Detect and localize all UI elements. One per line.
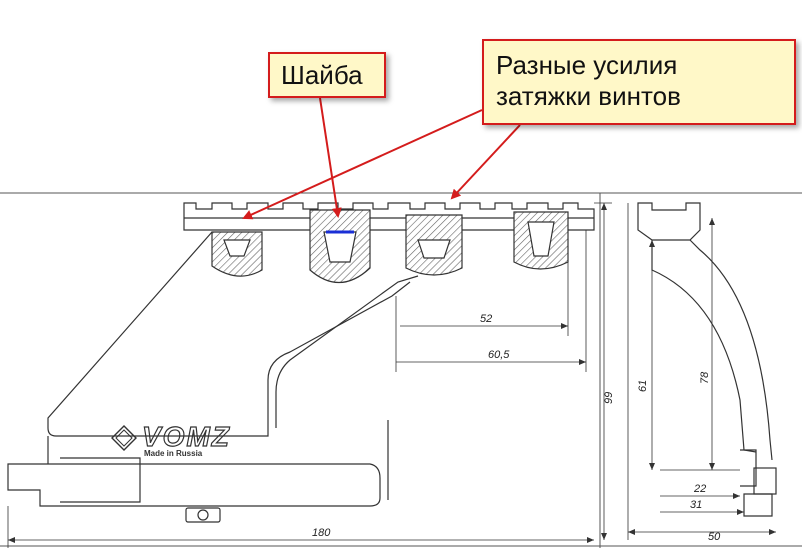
washer-callout-text: Шайба [281,60,363,90]
washer-callout: Шайба [268,52,386,98]
logo-text: VOMZ [142,421,231,452]
torque-callout: Разные усилия затяжки винтов [482,39,796,125]
drawing-frame [0,192,802,548]
made-in-text: Made in Russia [144,449,203,458]
dim-52: 52 [480,313,492,325]
dim-60-5: 60,5 [488,349,510,361]
dim-22: 22 [693,483,706,495]
dim-50: 50 [708,531,721,543]
dim-61: 61 [637,380,649,392]
dim-99: 99 [603,392,615,404]
dim-31: 31 [690,499,702,511]
dim-78: 78 [699,371,711,384]
torque-callout-line2: затяжки винтов [496,81,681,111]
side-dimension-lines [627,203,776,540]
vomz-logo: VOMZ Made in Russia [111,420,231,458]
screw-sections [211,209,569,284]
torque-callout-line1: Разные усилия [496,50,678,80]
dimension-lines [7,202,612,548]
callout-arrows [242,97,521,220]
side-profile [637,202,777,517]
mount-body [7,231,419,523]
dim-180: 180 [312,527,331,539]
